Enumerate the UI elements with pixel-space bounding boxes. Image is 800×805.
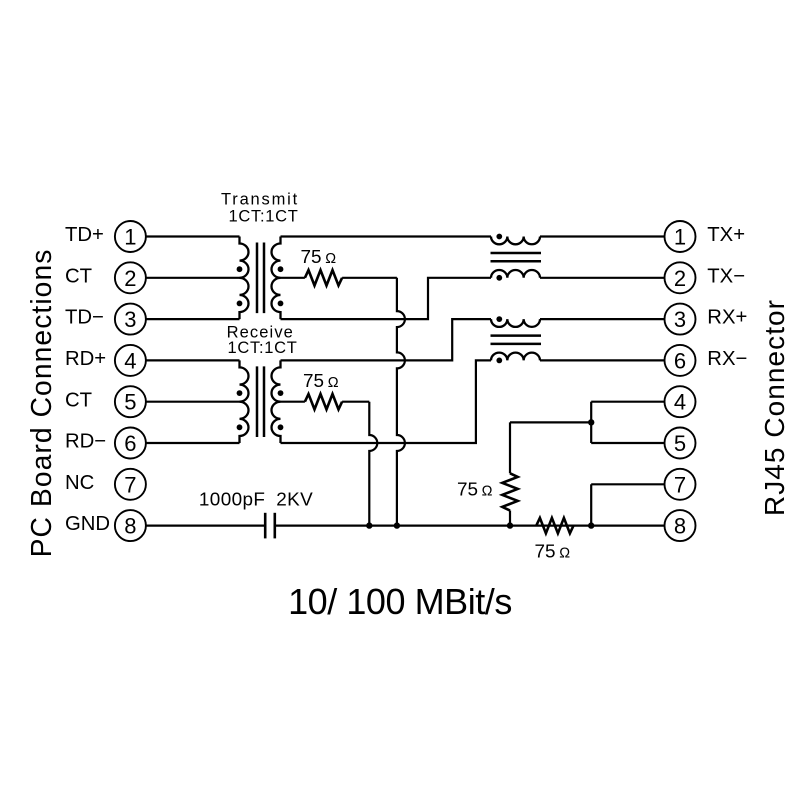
- svg-text:75Ω: 75Ω: [303, 371, 339, 392]
- svg-text:TD−: TD−: [65, 307, 104, 329]
- svg-text:7: 7: [124, 472, 136, 497]
- svg-text:GND: GND: [65, 513, 110, 535]
- svg-text:5: 5: [674, 431, 686, 456]
- svg-text:RX−: RX−: [707, 348, 747, 370]
- svg-text:RD−: RD−: [65, 431, 106, 453]
- svg-text:TD+: TD+: [65, 224, 104, 246]
- svg-text:2: 2: [124, 266, 136, 291]
- svg-text:RX+: RX+: [707, 307, 747, 329]
- svg-text:5: 5: [124, 390, 136, 415]
- svg-text:PC Board Connections: PC Board Connections: [25, 249, 57, 558]
- svg-text:6: 6: [674, 348, 686, 373]
- svg-text:8: 8: [674, 514, 686, 539]
- svg-text:10/ 100 MBit/s: 10/ 100 MBit/s: [288, 581, 512, 622]
- svg-text:Receive: Receive: [227, 323, 294, 341]
- svg-text:RJ45 Connector: RJ45 Connector: [759, 299, 790, 516]
- svg-text:8: 8: [124, 514, 136, 539]
- svg-text:4: 4: [674, 390, 686, 415]
- svg-text:TX+: TX+: [707, 224, 745, 246]
- svg-text:2KV: 2KV: [276, 489, 313, 510]
- svg-text:NC: NC: [65, 472, 94, 494]
- svg-text:Transmit: Transmit: [221, 190, 299, 208]
- svg-text:1CT:1CT: 1CT:1CT: [228, 339, 298, 357]
- svg-text:75Ω: 75Ω: [301, 247, 337, 268]
- svg-text:1000pF: 1000pF: [199, 489, 265, 510]
- svg-text:3: 3: [124, 307, 136, 332]
- svg-text:3: 3: [674, 307, 686, 332]
- svg-text:75Ω: 75Ω: [457, 479, 493, 500]
- svg-text:TX−: TX−: [707, 265, 745, 287]
- svg-text:CT: CT: [65, 389, 92, 411]
- svg-text:6: 6: [124, 431, 136, 456]
- svg-text:1CT:1CT: 1CT:1CT: [229, 208, 299, 226]
- svg-text:1: 1: [124, 225, 136, 250]
- svg-text:1: 1: [674, 225, 686, 250]
- svg-text:75Ω: 75Ω: [535, 541, 571, 562]
- svg-text:RD+: RD+: [65, 348, 106, 370]
- svg-text:7: 7: [674, 472, 686, 497]
- svg-text:CT: CT: [65, 265, 92, 287]
- svg-text:2: 2: [674, 266, 686, 291]
- svg-text:4: 4: [124, 348, 136, 373]
